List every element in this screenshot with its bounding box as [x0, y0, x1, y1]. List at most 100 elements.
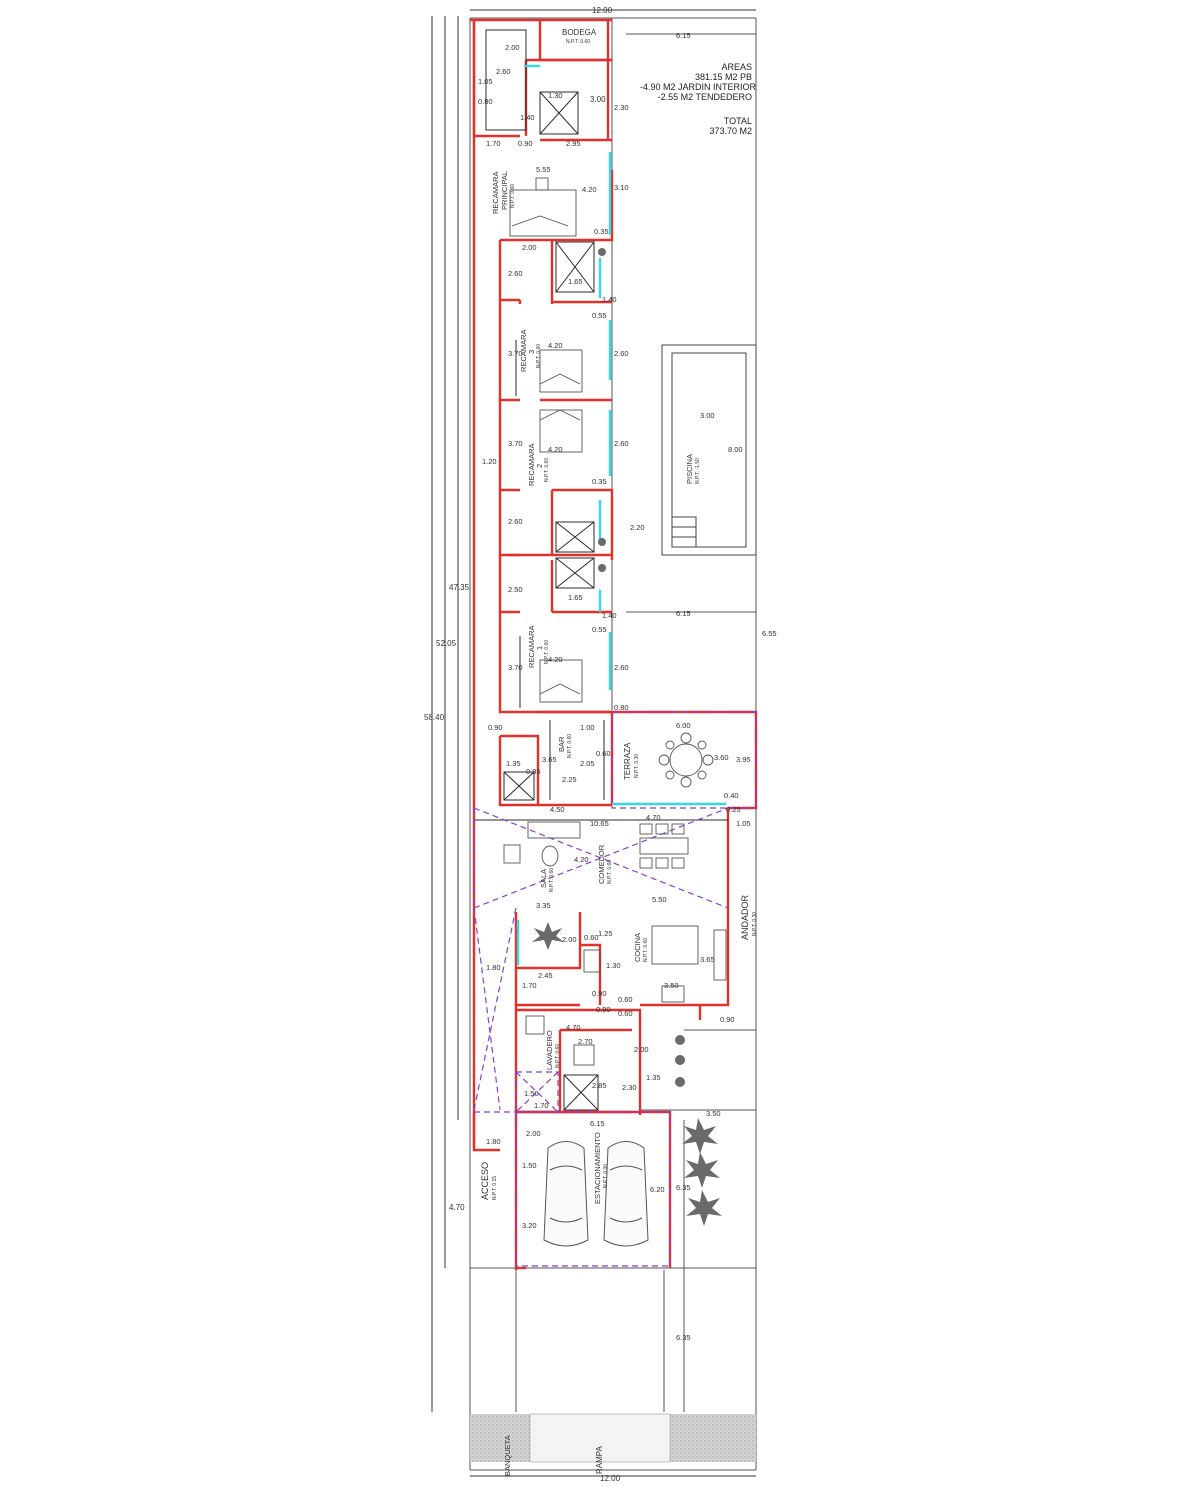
- level-label: N.P.T. 0.60: [566, 39, 590, 45]
- room-label: SALA: [539, 869, 548, 888]
- dimension-label: 8.00: [728, 445, 743, 454]
- dimension-label: 6.35: [676, 1183, 691, 1192]
- room-label: PISCINA: [685, 454, 694, 484]
- dimension-label: 0.80: [478, 97, 493, 106]
- level-label: N.P.T. 0.60: [510, 184, 516, 208]
- dimension-label: 0.90: [720, 1015, 735, 1024]
- dimension-label: 0.40: [724, 791, 739, 800]
- dimension-label: 0.90: [592, 989, 607, 998]
- dimension-label: 3.70: [508, 349, 523, 358]
- level-label: N.P.T. 0.30: [752, 912, 758, 936]
- dimension-label: 2.30: [622, 1083, 637, 1092]
- room-label: COMEDOR: [597, 844, 606, 884]
- dimension-label: 10.65: [590, 819, 609, 828]
- overall-dimensions: [431, 9, 756, 1477]
- dimension-label: 1.70: [522, 981, 537, 990]
- sidewalk: [470, 1413, 756, 1463]
- dimension-label: 1.70: [534, 1101, 549, 1110]
- dimension-label: 5.55: [536, 165, 551, 174]
- dimension-label: 0.35: [592, 477, 607, 486]
- dim-overall-1: 58.40: [424, 713, 445, 722]
- dimension-label: 1.25: [598, 929, 613, 938]
- dimension-label: 2.60: [614, 349, 629, 358]
- dimension-label: 1.35: [506, 759, 521, 768]
- dimension-label: 0.90: [518, 139, 533, 148]
- furniture-beds: [509, 177, 583, 703]
- dim-overall-3: 47.35: [449, 583, 470, 592]
- room-label: ACCESO: [480, 1162, 490, 1200]
- dimension-label: 1.65: [568, 277, 583, 286]
- dimension-label: 1.05: [478, 77, 493, 86]
- areas-total-value: 373.70 M2: [709, 126, 752, 136]
- level-label: N.P.T. 0.60: [555, 1044, 561, 1068]
- room-label: RECAMARA: [527, 625, 536, 668]
- level-label: N.P.T. -1.50: [695, 458, 701, 484]
- dimension-label: 0.60: [584, 933, 599, 942]
- dimension-label: 4.20: [582, 185, 597, 194]
- dimension-label: 4.20: [548, 445, 563, 454]
- dimension-label: 1.20: [482, 457, 497, 466]
- dimension-label: 6.15: [676, 609, 691, 618]
- dimension-label: 3.35: [536, 901, 551, 910]
- dim-front-4-70: 4.70: [449, 1203, 465, 1212]
- dimension-label: 2.00: [505, 43, 520, 52]
- dimension-label: 2.05: [580, 759, 595, 768]
- dimension-label: 0.85: [526, 767, 541, 776]
- areas-total-label: TOTAL: [723, 116, 752, 126]
- recamara-principal-label-2: PRINCIPAL: [500, 171, 509, 210]
- dimension-label: 2.95: [566, 139, 581, 148]
- dimension-label: 2.00: [634, 1045, 649, 1054]
- dimension-label: 1.40: [520, 113, 535, 122]
- dimension-label: 2.00: [522, 243, 537, 252]
- recamara-principal-label-1: RECAMARA: [491, 171, 500, 214]
- dimension-label: 1.40: [602, 611, 617, 620]
- dimension-label: 1.65: [568, 593, 583, 602]
- dimension-label: 2.60: [614, 663, 629, 672]
- dimension-label: 3.70: [508, 439, 523, 448]
- dimension-label: 1.50: [522, 1161, 537, 1170]
- dimension-label: 3.95: [736, 755, 751, 764]
- dimension-label: 0.80: [614, 703, 629, 712]
- dim-bottom-width: 12.00: [600, 1474, 621, 1483]
- room-label: BODEGA: [562, 28, 597, 37]
- cars: [543, 1141, 649, 1247]
- dimension-label: 2.45: [538, 971, 553, 980]
- dimension-label: 2.00: [526, 1129, 541, 1138]
- dimension-label: 5.50: [652, 895, 667, 904]
- overhead-lines: [473, 711, 757, 1267]
- dimension-label: 1.40: [602, 295, 617, 304]
- dimension-labels: 6.15 2.00 2.60 1.30 3.00 1.40 1.70 0.90 …: [478, 31, 777, 1342]
- dimension-label: 6.00: [676, 721, 691, 730]
- dimension-label: 3.00: [700, 411, 715, 420]
- dimension-label: 1.30: [548, 91, 563, 100]
- dimension-label: 4.70: [646, 813, 661, 822]
- dimension-label: 0.60: [618, 995, 633, 1004]
- room-label: RAMPA: [595, 1445, 604, 1474]
- areas-line-2: -4.90 M2 JARDIN INTERIOR: [640, 82, 757, 92]
- dimension-label: 2.60: [508, 517, 523, 526]
- room-label: RECAMARA: [527, 443, 536, 486]
- property-boundary: [469, 17, 757, 1471]
- dimension-label: 4.20: [548, 655, 563, 664]
- room-label: LAVADERO: [545, 1030, 554, 1070]
- level-label: N.P.T. 0.15: [492, 1176, 498, 1200]
- room-label: ANDADOR: [740, 894, 750, 940]
- dimension-label: 6.15: [676, 31, 691, 40]
- areas-summary: AREAS 381.15 M2 PB -4.90 M2 JARDIN INTER…: [640, 62, 757, 136]
- dimension-label: 4.20: [548, 341, 563, 350]
- dimension-label: 1.30: [606, 961, 621, 970]
- dimension-label: 3.00: [590, 95, 606, 104]
- dimension-label: 0.25: [726, 805, 741, 814]
- dimension-label: 0.60: [618, 1009, 633, 1018]
- dimension-label: 4.50: [550, 805, 565, 814]
- level-label: N.P.T. 0.60: [643, 938, 649, 962]
- level-label: N.P.T. 0.30: [634, 754, 640, 778]
- dimension-label: 0.55: [592, 311, 607, 320]
- dimension-label: 0.90: [488, 723, 503, 732]
- dimension-label: 2.60: [614, 439, 629, 448]
- dimension-label: 1.80: [486, 1137, 501, 1146]
- dimension-label: 3.20: [522, 1221, 537, 1230]
- dimension-label: 2.00: [562, 935, 577, 944]
- level-label: N.P.T. 0.00: [603, 1164, 609, 1188]
